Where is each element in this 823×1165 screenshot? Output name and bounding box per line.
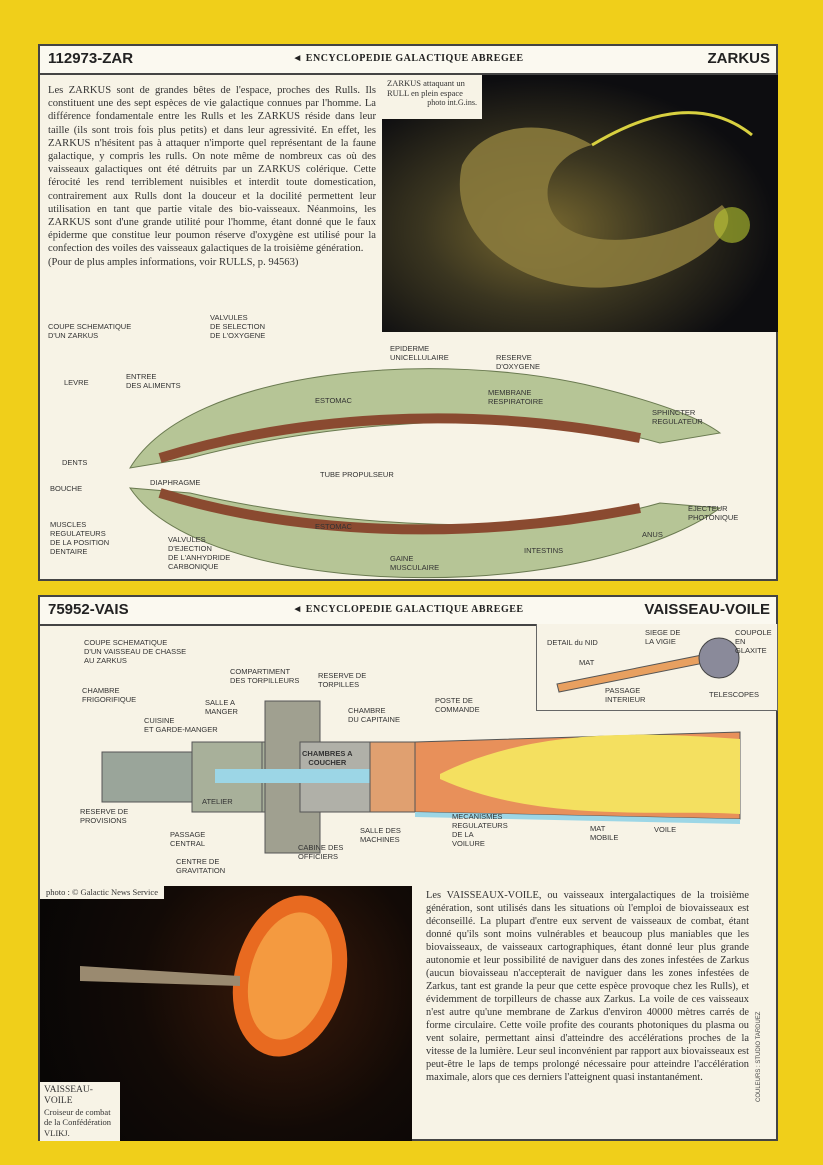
diagram-label: ENTREE DES ALIMENTS	[126, 372, 181, 390]
vaisseau-voile-card: 75952-VAIS ◄ ENCYCLOPEDIE GALACTIQUE ABR…	[38, 595, 778, 1141]
diagram-label: PASSAGE CENTRAL	[170, 830, 206, 848]
diagram-label: POSTE DE COMMANDE	[435, 696, 480, 714]
inset-label: DETAIL du NID	[547, 638, 598, 647]
card-header: 75952-VAIS ◄ ENCYCLOPEDIE GALACTIQUE ABR…	[40, 597, 776, 626]
diagram-label: RESERVE DE PROVISIONS	[80, 807, 129, 825]
inset-label: TELESCOPES	[709, 690, 760, 699]
entry-name: VAISSEAU-VOILE	[644, 601, 770, 618]
zarkus-illustration	[459, 111, 753, 288]
description-text: Les VAISSEAUX-VOILE, ou vaisseaux interg…	[426, 890, 749, 1083]
description-text: Les ZARKUS sont de grandes bêtes de l'es…	[48, 85, 376, 255]
diagram-label: VALVULES DE SELECTION DE L'OXYGENE	[210, 313, 266, 340]
diagram-label: COUPE SCHEMATIQUE D'UN VAISSEAU DE CHASS…	[84, 638, 187, 665]
diagram-label: ESTOMAC	[315, 396, 352, 405]
inset-label: MAT	[579, 658, 595, 667]
diagram-label: MEMBRANE RESPIRATOIRE	[488, 388, 544, 406]
diagram-label: DIAPHRAGME	[150, 478, 201, 487]
reference-note: (Pour de plus amples informations, voir …	[48, 256, 299, 268]
color-credit: COULEURS : STUDIO TARDUEZ	[756, 1011, 762, 1102]
zarkus-cross-section	[129, 368, 722, 579]
ship-photo: photo : © Galactic News Service VAISSEAU…	[40, 886, 412, 1141]
diagram-label: MECANISMES REGULATEURS DE LA VOILURE	[452, 812, 508, 848]
inset-label: SIEGE DE LA VIGIE	[645, 628, 681, 646]
diagram-label: CUISINE ET GARDE-MANGER	[144, 716, 218, 734]
diagram-label: CABINE DES OFFICIERS	[298, 843, 344, 861]
diagram-label: COMPARTIMENT DES TORPILLEURS	[230, 667, 300, 685]
diagram-label: SALLE DES MACHINES	[360, 826, 401, 844]
diagram-label: RESERVE D'OXYGENE	[496, 353, 540, 371]
photo-credit: photo int.G.ins.	[427, 98, 477, 107]
diagram-label: MUSCLES REGULATEURS DE LA POSITION DENTA…	[50, 520, 110, 556]
description-block: Les ZARKUS sont de grandes bêtes de l'es…	[48, 84, 376, 269]
diagram-label: CHAMBRE DU CAPITAINE	[348, 706, 400, 724]
photo-caption-box: ZARKUS attaquant un RULL en plein espace…	[382, 75, 482, 119]
photo-credit: photo : © Galactic News Service	[40, 886, 164, 900]
entry-code: 75952-VAIS	[48, 601, 129, 618]
ship-cross-section	[101, 700, 741, 854]
diagram-label: ANUS	[642, 530, 663, 539]
diagram-label: CENTRE DE GRAVITATION	[176, 857, 226, 875]
entry-code: 112973-ZAR	[48, 50, 134, 67]
diagram-label: VOILE	[654, 825, 677, 834]
diagram-label: MAT MOBILE	[590, 824, 619, 842]
diagram-label: SALLE A MANGER	[205, 698, 238, 716]
diagram-label: VALVULES D'EJECTION DE L'ANHYDRIDE CARBO…	[168, 535, 231, 571]
inset-label: PASSAGE INTERIEUR	[605, 686, 646, 704]
zarkus-diagram: COUPE SCHEMATIQUE D'UN ZARKUS VALVULES D…	[40, 308, 776, 579]
crow-nest-inset: DETAIL du NID SIEGE DE LA VIGIE COUPOLE …	[536, 624, 778, 711]
diagram-label: DENTS	[62, 458, 88, 467]
diagram-label: EPIDERME UNICELLULAIRE	[390, 344, 449, 362]
card-header: 112973-ZAR ◄ ENCYCLOPEDIE GALACTIQUE ABR…	[40, 46, 776, 75]
diagram-label: ATELIER	[202, 797, 233, 806]
crow-nest-illustration	[556, 637, 740, 693]
diagram-label: CHAMBRE FRIGORIFIQUE	[82, 686, 137, 704]
inset-label: COUPOLE EN GLAXITE	[735, 628, 772, 655]
diagram-label: BOUCHE	[50, 484, 83, 493]
photo-caption-box: VAISSEAU- VOILE Croiseur de combat de la…	[40, 1081, 120, 1141]
diagram-label: INTESTINS	[524, 546, 564, 555]
diagram-label: TUBE PROPULSEUR	[320, 470, 394, 479]
zarkus-photo: ZARKUS attaquant un RULL en plein espace…	[382, 75, 778, 332]
diagram-label: ESTOMAC	[315, 522, 352, 531]
diagram-label: SPHINCTER REGULATEUR	[652, 408, 703, 426]
diagram-label: RESERVE DE TORPILLES	[318, 671, 367, 689]
photo-caption: ZARKUS attaquant un RULL en plein espace	[387, 78, 465, 98]
ship-diagram: COUPE SCHEMATIQUE D'UN VAISSEAU DE CHASS…	[40, 624, 778, 886]
encyclopedia-title: ◄ ENCYCLOPEDIE GALACTIQUE ABREGEE	[292, 53, 524, 64]
diagram-label: COUPE SCHEMATIQUE D'UN ZARKUS	[48, 322, 132, 340]
photo-caption: Croiseur de combat de la Confédération V…	[44, 1106, 112, 1138]
zarkus-card: 112973-ZAR ◄ ENCYCLOPEDIE GALACTIQUE ABR…	[38, 44, 778, 581]
photo-caption-title: VAISSEAU- VOILE	[44, 1084, 93, 1106]
sail-ship-illustration	[80, 895, 348, 1057]
diagram-label: EJECTEUR PHOTONIQUE	[688, 504, 739, 522]
encyclopedia-title: ◄ ENCYCLOPEDIE GALACTIQUE ABREGEE	[292, 604, 524, 615]
diagram-label: CHAMBRES A COUCHER	[302, 749, 353, 767]
entry-name: ZARKUS	[707, 50, 771, 67]
diagram-label: LEVRE	[64, 378, 89, 387]
diagram-label: GAINE MUSCULAIRE	[390, 554, 440, 572]
